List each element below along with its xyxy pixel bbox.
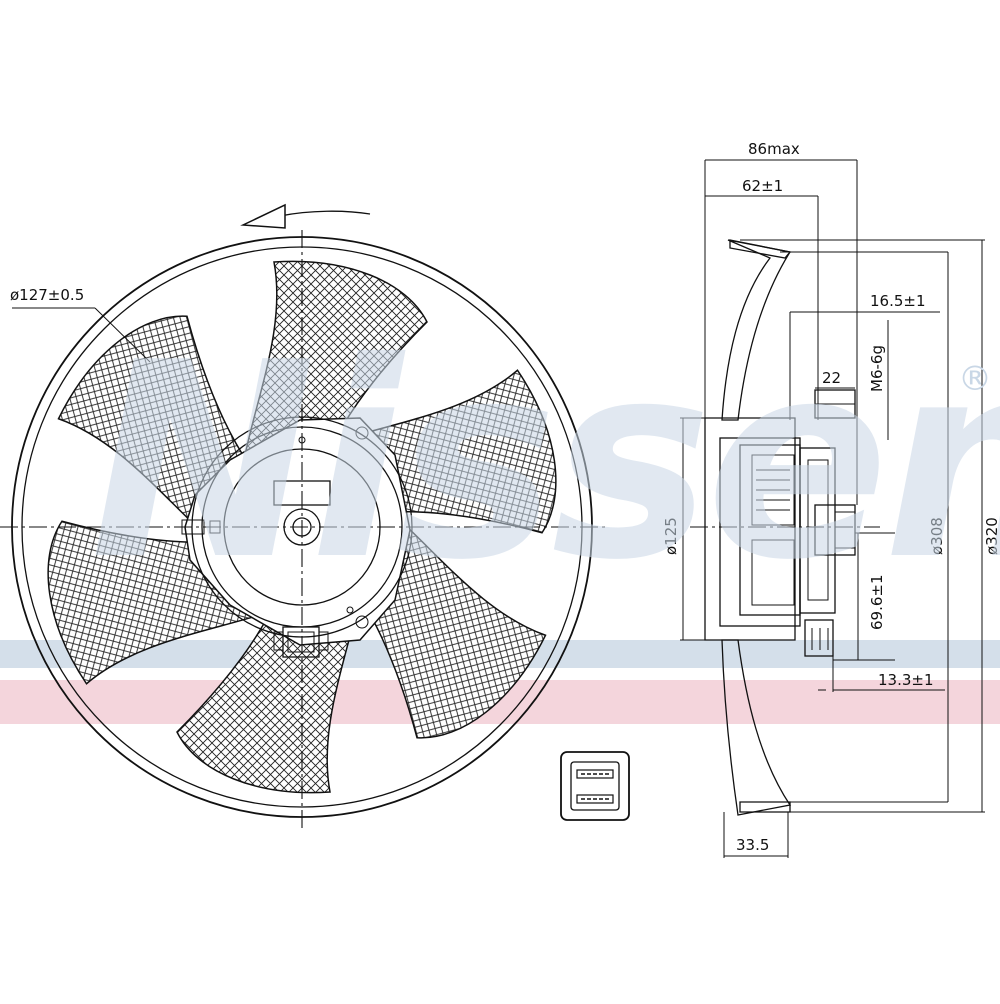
brand-watermark-logo: Nissens	[90, 304, 1000, 619]
side-view: 86max 62±1 16.5±1 M6-6g 22 ø125 ø308 ø32…	[662, 140, 1000, 858]
dim-inner-diameter: ø308	[928, 517, 946, 555]
hub-connector	[273, 626, 329, 658]
front-view: ø127±0.5	[0, 203, 606, 832]
dim-13-3: 13.3±1	[878, 671, 934, 689]
dim-86max: 86max	[748, 140, 800, 158]
registered-mark: ®	[958, 359, 992, 399]
dim-69-6: 69.6±1	[868, 574, 886, 630]
dim-16-5: 16.5±1	[870, 292, 926, 310]
rotation-direction-arrow-icon	[240, 203, 371, 229]
dim-22: 22	[822, 369, 841, 387]
dim-thread-m6: M6-6g	[868, 345, 886, 392]
dim-motor-diameter: ø125	[662, 517, 680, 555]
dim-62: 62±1	[742, 177, 783, 195]
dim-33-5: 33.5	[736, 836, 769, 854]
electrical-connector-icon	[560, 751, 630, 821]
hub-diameter-label: ø127±0.5	[10, 286, 84, 304]
dim-outer-diameter: ø320	[983, 517, 1000, 555]
